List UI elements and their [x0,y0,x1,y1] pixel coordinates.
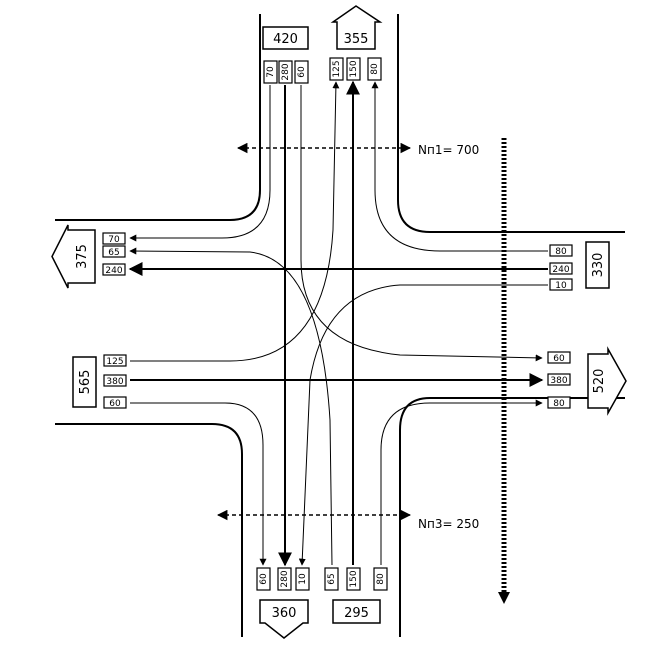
south-out-total-arrow-box [259,599,309,639]
west-in-through-box [103,374,127,387]
south-out-from-west-box [256,567,271,591]
flow-east-left [298,284,548,566]
north-out-from-south-box [346,57,361,81]
east-out-from-south-value: 80 [553,399,565,409]
flow-west-right [130,402,267,566]
south-in-right-box [373,567,388,591]
west-out-total: 375 [75,244,90,269]
west-in-total: 565 [78,370,93,395]
west-out-from-east-value: 240 [105,266,122,276]
west-out-from-east-box [102,263,126,276]
south-out-total: 360 [272,606,297,621]
west-in-through-value: 380 [106,377,123,387]
south-in-total: 295 [344,606,369,621]
north-in-right-value: 70 [266,66,276,78]
flow-south-right [380,399,543,565]
west-out-from-north-value: 70 [108,235,120,245]
south-in-right-value: 80 [376,573,386,585]
east-in-through-box [549,262,573,275]
road-edge-sw [55,423,243,637]
north-out-from-west-box [329,57,344,81]
east-approach: 330 80 240 10 520 60 380 80 [547,241,627,416]
west-in-left-value: 125 [106,357,123,367]
east-in-total: 330 [591,253,606,278]
east-in-left-box [549,278,573,291]
north-in-left-box [294,60,309,84]
north-out-from-east-value: 80 [370,63,380,75]
west-out-from-south-box [102,245,126,258]
north-in-total: 420 [273,32,298,47]
road-edge-ne [397,14,625,233]
south-in-total-box [332,599,381,624]
east-out-from-west-value: 380 [550,376,567,386]
north-approach: 420 355 70 280 60 125 150 80 [262,5,383,84]
east-in-right-box [549,244,573,257]
north-out-from-east-box [367,57,382,81]
south-out-from-west-value: 60 [259,573,269,585]
west-approach: 375 70 65 240 565 125 380 60 [51,224,127,409]
east-out-from-north-box [547,351,571,364]
north-in-through-value: 280 [281,63,291,80]
north-out-from-west-value: 125 [332,60,342,77]
turning-flows [129,81,548,566]
east-out-total: 520 [592,369,607,394]
flow-south-left [129,247,333,566]
south-out-from-east-box [295,567,310,591]
west-out-total-arrow-box [51,224,96,289]
flow-north-right [129,85,271,242]
south-in-through-value: 150 [349,570,359,587]
south-in-through-box [346,567,361,591]
east-in-total-box [585,241,610,289]
west-out-from-south-value: 65 [108,248,119,258]
west-in-total-box [72,356,97,408]
pedestrian-north-label: Nп1= 700 [418,143,479,157]
east-in-left-value: 10 [555,281,567,291]
west-in-right-value: 60 [109,399,121,409]
south-in-left-value: 65 [327,573,337,584]
west-in-left-box [103,354,127,367]
west-out-from-north-box [102,232,126,245]
flow-west-left [130,81,340,362]
flow-north-left [300,85,543,362]
west-in-right-box [103,396,127,409]
south-approach: 60 280 10 65 150 80 360 295 [256,567,388,639]
north-out-from-south-value: 150 [349,60,359,77]
pedestrian-crosswalk-arrow [498,592,510,604]
north-in-left-value: 60 [297,66,307,78]
north-out-total: 355 [344,32,369,47]
east-out-from-north-value: 60 [553,354,565,364]
south-out-from-east-value: 10 [298,573,308,585]
south-in-left-box [324,567,339,591]
east-out-total-arrow-box [587,346,627,416]
through-flows [128,80,548,567]
east-out-from-west-box [547,373,571,386]
north-out-total-arrow-box [330,5,383,50]
east-out-from-south-box [547,396,571,409]
road-edge-nw [55,14,261,221]
east-in-right-value: 80 [555,247,567,257]
pedestrian-lines: Nп1= 700 Nп3= 250 [216,138,510,604]
pedestrian-south-label: Nп3= 250 [418,517,479,531]
road-edges [55,14,625,637]
north-in-total-box [262,26,309,50]
south-out-from-north-value: 280 [280,570,290,587]
south-out-from-north-box [277,567,292,591]
flow-east-right [371,81,548,252]
east-in-through-value: 240 [552,265,569,275]
north-in-through-box [278,60,293,84]
north-in-right-box [263,60,278,84]
